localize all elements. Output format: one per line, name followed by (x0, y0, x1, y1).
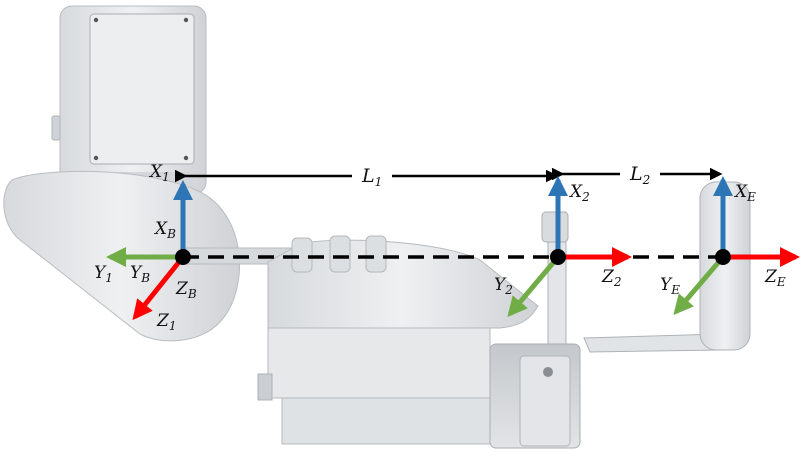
axis-label-z1: Z1 (156, 311, 176, 333)
axis-label-yb: YB (130, 263, 150, 285)
axis-label-xe: XE (733, 182, 756, 204)
axis-label-x2: X2 (568, 182, 590, 204)
axis-label-xb: XB (153, 219, 176, 241)
dimension-l1: L1 (175, 165, 559, 189)
z-axis-arrow (132, 255, 185, 321)
y-axis-arrow (673, 255, 725, 316)
axis-label-y2: Y2 (494, 275, 513, 297)
joint-dot (715, 249, 731, 265)
axis-label-ye: YE (660, 275, 680, 297)
dimension-l1-label: L1 (361, 165, 382, 189)
joint-dot (175, 249, 191, 265)
y-axis-arrow (507, 255, 560, 318)
joint-dot (550, 249, 566, 265)
axis-label-y1: Y1 (94, 263, 113, 285)
dimension-l2: L2 (552, 163, 723, 187)
robot-illustration (3, 5, 751, 449)
end-effector-arm (583, 333, 721, 353)
axis-label-z2: Z2 (601, 267, 621, 289)
motor-cover-plate (89, 13, 195, 165)
axis-label-x1: X1 (148, 162, 170, 184)
axis-label-ze: ZE (764, 267, 786, 289)
axis-label-zb: ZB (175, 279, 197, 301)
frame-base: X1 XB Y1 YB ZB Z1 (94, 162, 197, 333)
dimension-l2-label: L2 (629, 163, 650, 187)
frame-end-effector: XE YE ZE (660, 176, 800, 316)
frame-joint2: X2 Y2 Z2 (494, 176, 632, 318)
